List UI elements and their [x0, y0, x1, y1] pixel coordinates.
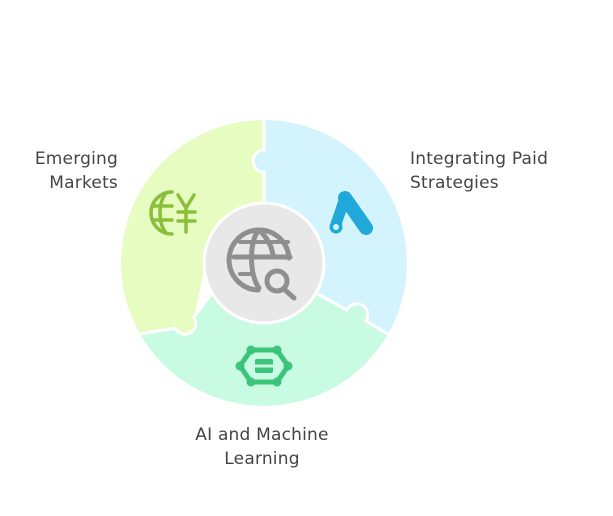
label-emerging-markets-line1: Emerging [34, 149, 118, 169]
google-ads-icon [329, 191, 373, 235]
label-integrating-paid-line2: Strategies [410, 173, 499, 193]
center-disc [202, 201, 326, 325]
neural-network-icon [235, 345, 293, 387]
segment-emerging-markets [121, 120, 264, 335]
label-emerging-markets-line2: Markets [49, 173, 118, 193]
segment-dividers [139, 120, 389, 336]
label-ai-ml-line2: Learning [224, 449, 300, 469]
label-integrating-paid-line1: Integrating Paid [410, 149, 549, 169]
label-integrating-paid: Integrating Paid Strategies [410, 147, 548, 195]
globe-search-icon [226, 227, 297, 301]
label-ai-ml: AI and Machine Learning [172, 423, 352, 471]
label-emerging-markets: Emerging Markets [20, 147, 118, 195]
label-ai-ml-line1: AI and Machine [195, 425, 329, 445]
globe-yen-icon [149, 190, 197, 236]
